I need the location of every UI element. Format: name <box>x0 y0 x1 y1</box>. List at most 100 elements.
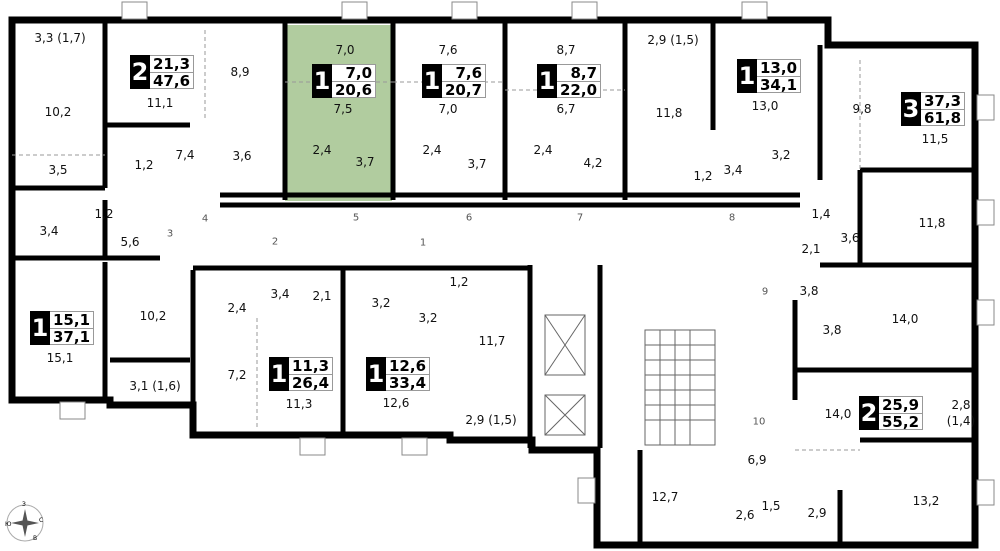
living-area: 12,6 <box>386 358 430 375</box>
room-area: 8,9 <box>230 65 250 79</box>
room-count: 2 <box>859 396 879 430</box>
room-area: 2,4 <box>227 301 247 315</box>
room-area: 3,2 <box>771 148 791 162</box>
room-area: 11,7 <box>478 334 506 348</box>
room-area: 14,0 <box>891 312 919 326</box>
total-area: 33,4 <box>389 374 427 392</box>
room-area: 5,6 <box>120 235 140 249</box>
room-area: 6,7 <box>556 102 576 116</box>
room-area: 3,1 (1,6) <box>129 379 181 393</box>
room-area: 1,5 <box>761 499 781 513</box>
living-area: 8,7 <box>557 65 601 82</box>
room-area: 2,9 (1,5) <box>647 33 699 47</box>
room-area: 4,2 <box>583 156 603 170</box>
room-area: 10,2 <box>139 309 167 323</box>
compass-east: С <box>39 517 44 524</box>
total-area: 20,6 <box>335 81 373 99</box>
selected-apartment-highlight[interactable] <box>285 25 392 201</box>
door-number: 10 <box>752 416 766 428</box>
door-number: 3 <box>166 228 174 240</box>
room-area: 2,9 <box>807 506 827 520</box>
room-count: 2 <box>130 55 150 89</box>
living-area: 37,3 <box>921 93 965 110</box>
room-count: 3 <box>901 92 921 126</box>
room-count: 1 <box>737 59 757 93</box>
room-area: 2,8 <box>951 398 971 412</box>
total-area: 34,1 <box>760 76 798 94</box>
room-count: 1 <box>422 64 442 98</box>
room-area: 12,6 <box>382 396 410 410</box>
living-area: 7,6 <box>442 65 486 82</box>
room-area: 1,2 <box>693 169 713 183</box>
room-area: 15,1 <box>46 351 74 365</box>
room-area: 6,9 <box>747 453 767 467</box>
total-area: 47,6 <box>153 72 191 90</box>
room-area: 11,8 <box>655 106 683 120</box>
total-area: 37,1 <box>53 328 91 346</box>
room-area: 2,4 <box>312 143 332 157</box>
room-area: 1,2 <box>134 158 154 172</box>
room-area: 2,4 <box>533 143 553 157</box>
door-number: 9 <box>761 286 769 298</box>
room-area: 3,8 <box>822 323 842 337</box>
room-area: 2,1 <box>801 242 821 256</box>
interior-walls <box>12 20 975 545</box>
room-area: 7,0 <box>438 102 458 116</box>
windows <box>59 1 995 506</box>
compass-north: З <box>22 501 26 508</box>
room-area: 7,5 <box>333 102 353 116</box>
staircase <box>544 314 716 446</box>
room-area: 2,6 <box>735 508 755 522</box>
room-area: 13,0 <box>751 99 779 113</box>
total-area: 61,8 <box>924 109 962 127</box>
room-area: 12,7 <box>651 490 679 504</box>
room-area: (1,4) <box>946 414 976 428</box>
compass-south: В <box>33 535 38 542</box>
room-area: 3,4 <box>39 224 59 238</box>
room-area: 3,8 <box>799 284 819 298</box>
room-area: 7,2 <box>227 368 247 382</box>
room-count: 1 <box>312 64 332 98</box>
room-area: 3,6 <box>840 231 860 245</box>
room-area: 2,4 <box>422 143 442 157</box>
living-area: 13,0 <box>757 60 801 77</box>
room-area: 1,2 <box>449 275 469 289</box>
living-area: 11,3 <box>289 358 333 375</box>
room-area: 3,7 <box>355 155 375 169</box>
total-area: 22,0 <box>560 81 598 99</box>
door-number: 4 <box>201 213 209 225</box>
room-count: 1 <box>30 311 50 345</box>
room-area: 3,7 <box>467 157 487 171</box>
room-area: 1,4 <box>811 207 831 221</box>
compass-rose-icon: З С Ю В <box>5 501 45 543</box>
total-area: 20,7 <box>445 81 483 99</box>
room-area: 3,5 <box>48 163 68 177</box>
room-count: 1 <box>366 357 386 391</box>
room-area: 11,5 <box>921 132 949 146</box>
room-area: 11,3 <box>285 397 313 411</box>
door-number: 5 <box>352 212 360 224</box>
door-number: 7 <box>576 212 584 224</box>
room-area: 9,8 <box>852 102 872 116</box>
door-number: 6 <box>465 212 473 224</box>
living-area: 7,0 <box>332 65 376 82</box>
room-area: 7,0 <box>335 43 355 57</box>
room-area: 3,4 <box>723 163 743 177</box>
room-area: 3,2 <box>418 311 438 325</box>
room-area: 11,1 <box>146 96 174 110</box>
total-area: 26,4 <box>292 374 330 392</box>
room-area: 2,9 (1,5) <box>465 413 517 427</box>
room-area: 7,6 <box>438 43 458 57</box>
room-area: 11,8 <box>918 216 946 230</box>
